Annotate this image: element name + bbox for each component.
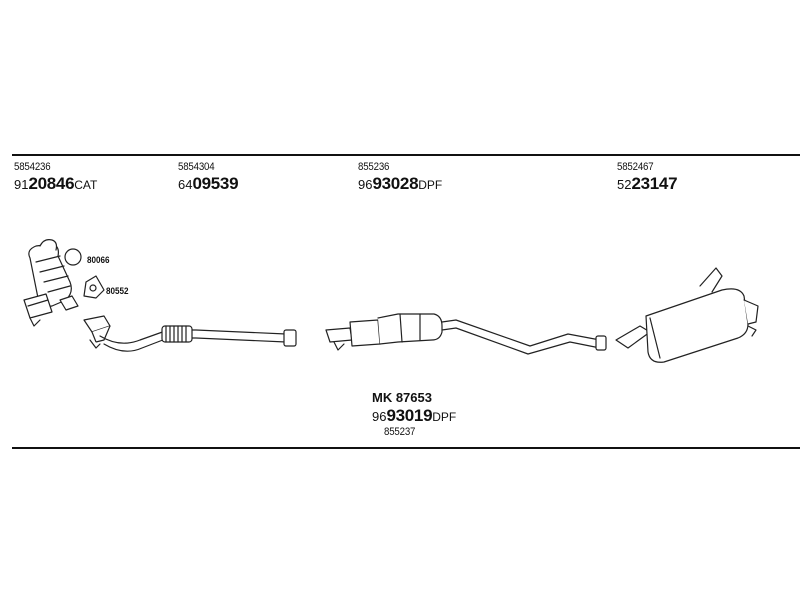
top-separator-line — [12, 154, 800, 156]
part-number: 9693019DPF — [372, 406, 457, 425]
gasket-ring-icon — [64, 248, 82, 266]
dpf-section-drawing — [325, 313, 607, 355]
gasket-code-ring: 80066 — [87, 255, 110, 265]
bottom-separator-line — [12, 447, 800, 449]
part-label-front-pipe: 5854304 6409539 — [178, 161, 239, 194]
part-label-rear-muffler: 5852467 5223147 — [617, 161, 678, 194]
part-number: 9120846CAT — [14, 174, 98, 193]
catalytic-converter-drawing — [23, 239, 79, 327]
oe-number: 855236 — [358, 161, 390, 173]
oe-number: 5852467 — [617, 161, 654, 173]
part-label-catalytic-converter: 5854236 9120846CAT — [14, 161, 97, 194]
part-number: 6409539 — [178, 174, 239, 193]
gasket-flange-icon — [83, 275, 105, 299]
oe-number: 5854304 — [178, 161, 215, 173]
oe-number: 5854236 — [14, 161, 51, 173]
front-pipe-drawing — [83, 315, 297, 352]
oe-number: 855237 — [384, 426, 416, 438]
rear-muffler-drawing — [615, 267, 759, 363]
gasket-code-flange: 80552 — [106, 286, 129, 296]
part-number: 9693028DPF — [358, 174, 443, 193]
part-number: 5223147 — [617, 174, 678, 193]
part-label-dpf-filter: 855236 9693028DPF — [358, 161, 442, 194]
kit-number: MK 87653 — [372, 390, 432, 405]
center-part-label: MK 87653 9693019DPF 855237 — [372, 390, 456, 438]
